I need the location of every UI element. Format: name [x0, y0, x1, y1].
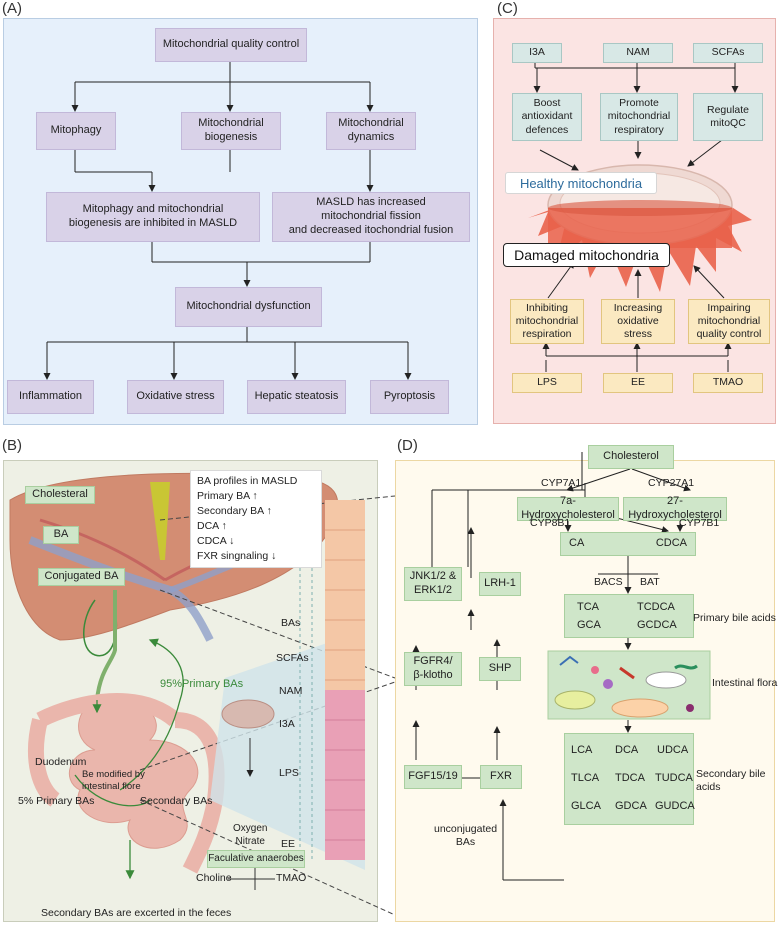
label-cyp27a1: CYP27A1 — [648, 477, 695, 489]
label-b-scfas: SCFAs — [276, 652, 309, 664]
ba-profiles-title: BA profiles in MASLD — [197, 475, 298, 487]
label-b-ee: EE — [281, 838, 296, 850]
label-cyp7b1: CYP7B1 — [679, 517, 720, 529]
node-inhibiting-respiration: Inhibiting mitochondrial respiration — [510, 299, 584, 344]
label-gca: GCA — [577, 619, 601, 631]
label-cyp7a1: CYP7A1 — [541, 477, 582, 489]
ba-profile-primary: Primary BA ↑ — [197, 490, 258, 502]
ba-profile-secondary: Secondary BA ↑ — [197, 505, 272, 517]
node-c-lps: LPS — [512, 373, 582, 393]
label-intestinal-flora: Intestinal flora — [712, 677, 778, 689]
node-cholesteral: Cholesteral — [25, 486, 95, 504]
node-secondary-bile-acid-grid: LCA DCA UDCA TLCA TDCA TUDCA GLCA GDCA G… — [564, 733, 695, 825]
label-95-primary-bas: 95%Primary BAs — [160, 678, 244, 690]
label-bacs: BACS — [594, 576, 623, 588]
node-facultative-anaerobes: Faculative anaerobes — [207, 850, 305, 868]
label-damaged-mitochondria: Damaged mitochondria — [503, 243, 670, 267]
node-mito-dysfunction: Mitochondrial dysfunction — [175, 287, 322, 327]
label-tudca: TUDCA — [655, 772, 693, 784]
node-mitophagy: Mitophagy — [36, 112, 116, 150]
node-promote-respiratory: Promote mitochondrial respiratory — [600, 93, 678, 141]
ba-profile-cdca: CDCA ↓ — [197, 535, 235, 547]
node-fission-masld: MASLD has increased mitochondrial fissio… — [272, 192, 470, 242]
label-choline: Choline — [196, 872, 232, 884]
panel-label-c: (C) — [497, 0, 518, 17]
node-mito-quality-control: Mitochondrial quality control — [155, 28, 307, 62]
node-fxr: FXR — [480, 765, 522, 789]
node-conjugated-ba: Conjugated BA — [38, 568, 125, 586]
label-healthy-mitochondria: Healthy mitochondria — [505, 172, 657, 194]
label-udca: UDCA — [657, 744, 689, 756]
label-b-lps: LPS — [279, 767, 299, 779]
intestine-shape — [68, 697, 199, 849]
node-jnk-erk: JNK1/2 & ERK1/2 — [404, 567, 462, 601]
node-ca-cdca: CA CDCA — [560, 532, 696, 556]
label-secondary-bile-acids: Secondary bile acids — [696, 768, 766, 794]
label-tlca: TLCA — [571, 772, 600, 784]
label-cdca: CDCA — [655, 537, 687, 550]
label-oxygen-nitrate: Oxygen Nitrate — [233, 823, 268, 847]
label-dca: DCA — [615, 744, 639, 756]
ba-profile-dca: DCA ↑ — [197, 520, 227, 532]
node-ba: BA — [43, 526, 79, 544]
label-gcdca: GCDCA — [637, 619, 677, 631]
node-shp: SHP — [479, 657, 521, 681]
node-regulate-mitoqc: Regulate mitoQC — [693, 93, 763, 141]
ba-profile-fxr: FXR singnaling ↓ — [197, 550, 277, 562]
node-oxidative-stress: Oxidative stress — [127, 380, 224, 414]
label-feces: Secondary BAs are excerted in the feces — [41, 907, 232, 919]
node-27-hydroxycholesterol: 27-Hydroxycholesterol — [623, 495, 727, 521]
label-unconjugated-bas: unconjugated BAs — [434, 823, 498, 849]
node-7a-hydroxycholesterol: 7a-Hydroxycholesterol — [517, 495, 619, 521]
label-secondary-bas: Secondary BAs — [140, 795, 213, 807]
panel-label-a: (A) — [2, 0, 22, 17]
node-c-i3a: I3A — [512, 43, 562, 63]
node-hepatic-steatosis: Hepatic steatosis — [247, 380, 346, 414]
node-fgf15-19: FGF15/19 — [404, 765, 462, 789]
node-inflammation: Inflammation — [7, 380, 94, 414]
panel-label-d: (D) — [397, 437, 418, 454]
label-gdca: GDCA — [615, 800, 647, 812]
node-fgfr4: FGFR4/ β-klotho — [404, 652, 462, 686]
label-tcdca: TCDCA — [637, 601, 675, 613]
label-lca: LCA — [571, 744, 593, 756]
node-lrh1: LRH-1 — [479, 572, 521, 596]
panel-label-b: (B) — [2, 437, 22, 454]
node-inhibited-masld: Mitophagy and mitochondrial biogenesis a… — [46, 192, 260, 242]
node-increasing-oxidative: Increasing oxidative stress — [601, 299, 675, 344]
node-cholesterol: Cholesterol — [588, 445, 674, 469]
label-tca: TCA — [577, 601, 599, 613]
node-mito-biogenesis: Mitochondrial biogenesis — [181, 112, 281, 150]
node-c-nam: NAM — [603, 43, 673, 63]
node-boost-antioxidant: Boost antioxidant defences — [512, 93, 582, 141]
node-primary-conjugates: TCA TCDCA GCA GCDCA — [564, 594, 694, 638]
label-modified-flora: Be modified by intestinal flore — [82, 769, 145, 792]
label-tdca: TDCA — [615, 772, 645, 784]
label-bat: BAT — [640, 576, 660, 588]
label-gudca: GUDCA — [655, 800, 695, 812]
label-duodenum: Duodenum — [35, 756, 87, 768]
bacteria-illustration — [554, 655, 698, 718]
node-c-scfas: SCFAs — [693, 43, 763, 63]
node-c-tmao: TMAO — [693, 373, 763, 393]
label-primary-bile-acids: Primary bile acids — [693, 612, 776, 624]
node-mito-dynamics: Mitochondrial dynamics — [326, 112, 416, 150]
gut-epithelium — [325, 500, 365, 860]
node-impairing-quality: Impairing mitochondrial quality control — [688, 299, 770, 344]
node-c-ee: EE — [603, 373, 673, 393]
label-glca: GLCA — [571, 800, 601, 812]
node-pyroptosis: Pyroptosis — [370, 380, 449, 414]
label-ca: CA — [569, 537, 585, 550]
label-b-i3a: I3A — [279, 718, 295, 730]
label-5-primary-bas: 5% Primary BAs — [18, 795, 95, 807]
label-b-bas: BAs — [281, 617, 301, 629]
label-b-nam: NAM — [279, 685, 303, 697]
ba-profiles-box: BA profiles in MASLD Primary BA ↑ Second… — [190, 470, 322, 568]
label-b-tmao: TMAO — [276, 872, 307, 884]
label-cyp8b1: CYP8B1 — [530, 517, 571, 529]
